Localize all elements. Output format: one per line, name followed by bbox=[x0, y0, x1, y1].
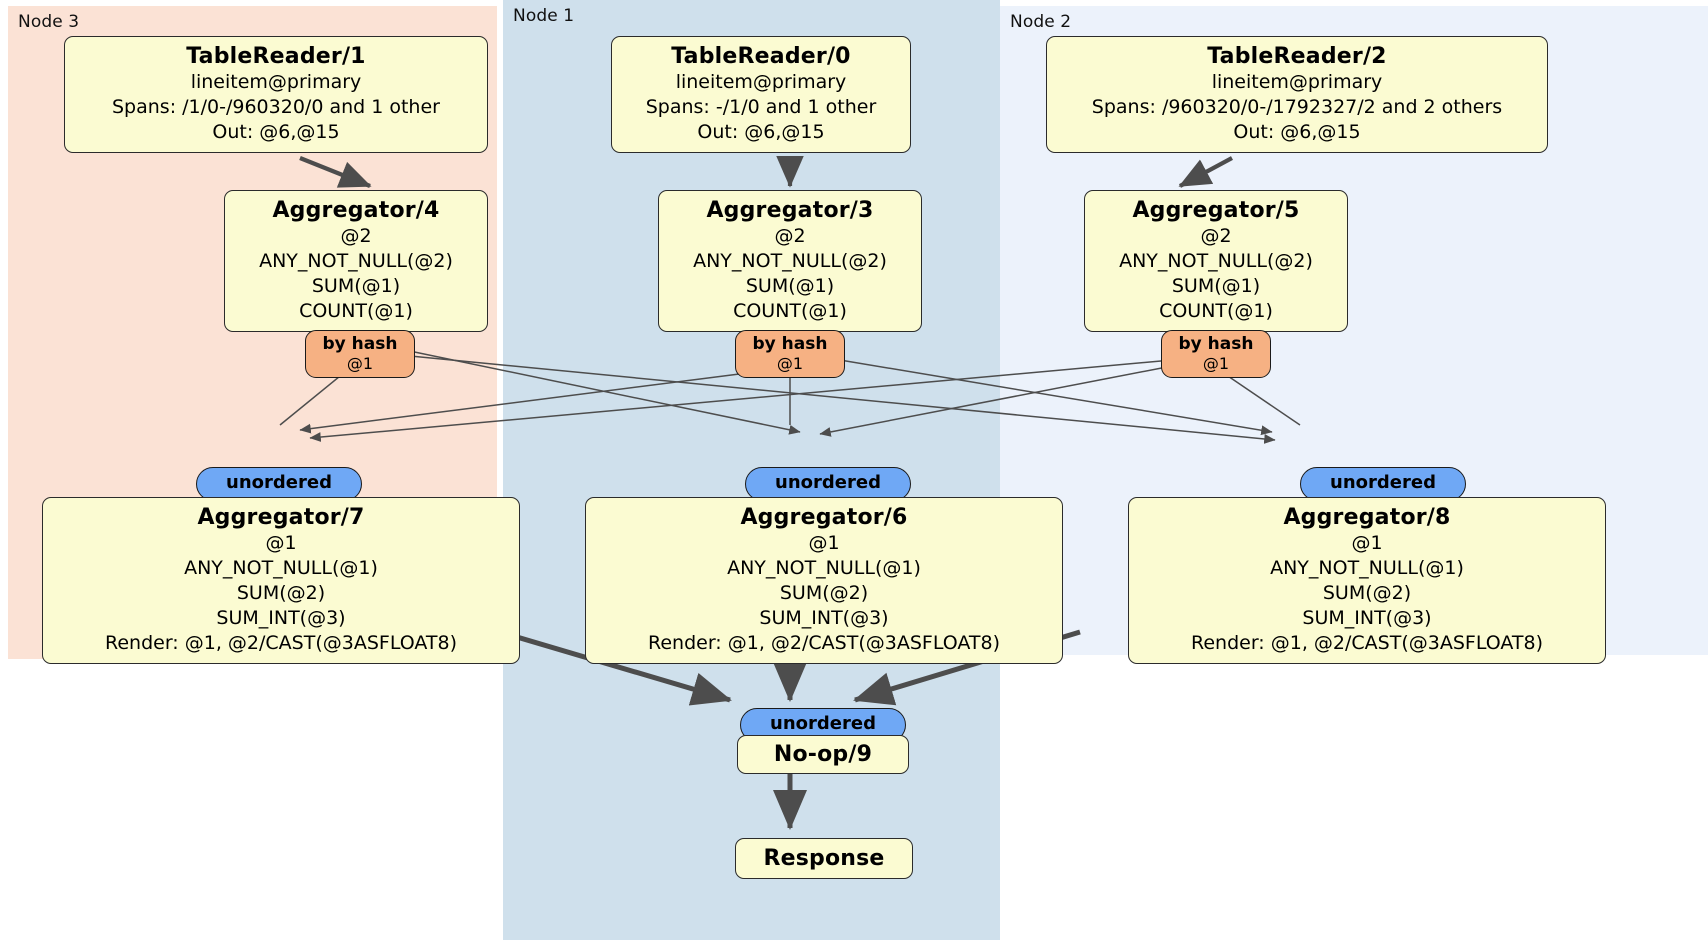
node-line: @2 bbox=[1200, 225, 1232, 247]
node-title: Aggregator/3 bbox=[706, 198, 874, 223]
node-line: COUNT(@1) bbox=[299, 300, 413, 322]
node-title: TableReader/0 bbox=[671, 44, 851, 69]
router-sublabel: @1 bbox=[346, 354, 374, 373]
node-line: ANY_NOT_NULL(@1) bbox=[727, 557, 921, 579]
node-line: ANY_NOT_NULL(@1) bbox=[1270, 557, 1464, 579]
node-line: lineitem@primary bbox=[675, 71, 847, 93]
node-line: SUM_INT(@3) bbox=[1302, 607, 1432, 629]
node-line: lineitem@primary bbox=[1211, 71, 1383, 93]
node-box-aggregator-7[interactable]: Aggregator/7 @1 ANY_NOT_NULL(@1) SUM(@2)… bbox=[42, 497, 520, 664]
node-box-aggregator-8[interactable]: Aggregator/8 @1 ANY_NOT_NULL(@1) SUM(@2)… bbox=[1128, 497, 1606, 664]
node-line: Render: @1, @2/CAST(@3ASFLOAT8) bbox=[648, 632, 1000, 654]
node-title: Aggregator/7 bbox=[197, 505, 365, 530]
node-line: SUM_INT(@3) bbox=[759, 607, 889, 629]
node-line: Out: @6,@15 bbox=[1233, 121, 1361, 143]
node-line: @1 bbox=[808, 532, 840, 554]
node-line: ANY_NOT_NULL(@2) bbox=[693, 250, 887, 272]
node-line: ANY_NOT_NULL(@2) bbox=[1119, 250, 1313, 272]
node-line: COUNT(@1) bbox=[733, 300, 847, 322]
node-line: lineitem@primary bbox=[190, 71, 362, 93]
node-line: Spans: /1/0-/960320/0 and 1 other bbox=[112, 96, 440, 118]
node-line: SUM(@1) bbox=[311, 275, 401, 297]
node-line: ANY_NOT_NULL(@1) bbox=[184, 557, 378, 579]
node-box-tablereader-2[interactable]: TableReader/2 lineitem@primary Spans: /9… bbox=[1046, 36, 1548, 153]
node-line: @2 bbox=[340, 225, 372, 247]
node-line: SUM(@1) bbox=[1171, 275, 1261, 297]
node-title: No-op/9 bbox=[773, 742, 873, 767]
node-line: ANY_NOT_NULL(@2) bbox=[259, 250, 453, 272]
router-by-hash-right[interactable]: by hash @1 bbox=[1161, 330, 1271, 378]
node-title: Aggregator/6 bbox=[740, 505, 908, 530]
node-title: TableReader/1 bbox=[186, 44, 366, 69]
router-sublabel: @1 bbox=[776, 354, 804, 373]
receiver-unordered-right[interactable]: unordered bbox=[1300, 467, 1466, 501]
node-box-tablereader-1[interactable]: TableReader/1 lineitem@primary Spans: /1… bbox=[64, 36, 488, 153]
node-line: SUM(@2) bbox=[1322, 582, 1412, 604]
receiver-label: unordered bbox=[1330, 472, 1436, 493]
node-box-tablereader-0[interactable]: TableReader/0 lineitem@primary Spans: -/… bbox=[611, 36, 911, 153]
node-box-aggregator-6[interactable]: Aggregator/6 @1 ANY_NOT_NULL(@1) SUM(@2)… bbox=[585, 497, 1063, 664]
node-box-aggregator-5[interactable]: Aggregator/5 @2 ANY_NOT_NULL(@2) SUM(@1)… bbox=[1084, 190, 1348, 332]
node-panel-label: Node 3 bbox=[18, 12, 80, 32]
router-label: by hash bbox=[322, 334, 398, 354]
node-line: SUM_INT(@3) bbox=[216, 607, 346, 629]
node-line: @1 bbox=[1351, 532, 1383, 554]
receiver-unordered-left[interactable]: unordered bbox=[196, 467, 362, 501]
receiver-label: unordered bbox=[226, 472, 332, 493]
node-line: Spans: -/1/0 and 1 other bbox=[645, 96, 877, 118]
node-line: Out: @6,@15 bbox=[697, 121, 825, 143]
node-line: SUM(@2) bbox=[236, 582, 326, 604]
node-box-aggregator-3[interactable]: Aggregator/3 @2 ANY_NOT_NULL(@2) SUM(@1)… bbox=[658, 190, 922, 332]
router-label: by hash bbox=[1178, 334, 1254, 354]
node-line: SUM(@2) bbox=[779, 582, 869, 604]
node-title: Aggregator/5 bbox=[1132, 198, 1300, 223]
router-by-hash-mid[interactable]: by hash @1 bbox=[735, 330, 845, 378]
node-line: @1 bbox=[265, 532, 297, 554]
receiver-label: unordered bbox=[770, 713, 876, 734]
node-box-aggregator-4[interactable]: Aggregator/4 @2 ANY_NOT_NULL(@2) SUM(@1)… bbox=[224, 190, 488, 332]
node-line: Render: @1, @2/CAST(@3ASFLOAT8) bbox=[1191, 632, 1543, 654]
router-sublabel: @1 bbox=[1202, 354, 1230, 373]
node-title: Aggregator/4 bbox=[272, 198, 440, 223]
node-title: Aggregator/8 bbox=[1283, 505, 1451, 530]
node-line: COUNT(@1) bbox=[1159, 300, 1273, 322]
node-line: @2 bbox=[774, 225, 806, 247]
receiver-unordered-mid[interactable]: unordered bbox=[745, 467, 911, 501]
node-title: TableReader/2 bbox=[1207, 44, 1387, 69]
node-title: Response bbox=[763, 846, 885, 871]
router-by-hash-left[interactable]: by hash @1 bbox=[305, 330, 415, 378]
node-panel-label: Node 1 bbox=[513, 6, 575, 26]
receiver-label: unordered bbox=[775, 472, 881, 493]
node-box-no-op-9[interactable]: No-op/9 bbox=[737, 735, 909, 774]
node-line: Out: @6,@15 bbox=[212, 121, 340, 143]
node-line: Spans: /960320/0-/1792327/2 and 2 others bbox=[1091, 96, 1503, 118]
router-label: by hash bbox=[752, 334, 828, 354]
node-box-response[interactable]: Response bbox=[735, 838, 913, 879]
node-line: Render: @1, @2/CAST(@3ASFLOAT8) bbox=[105, 632, 457, 654]
node-line: SUM(@1) bbox=[745, 275, 835, 297]
node-panel-label: Node 2 bbox=[1010, 12, 1072, 32]
